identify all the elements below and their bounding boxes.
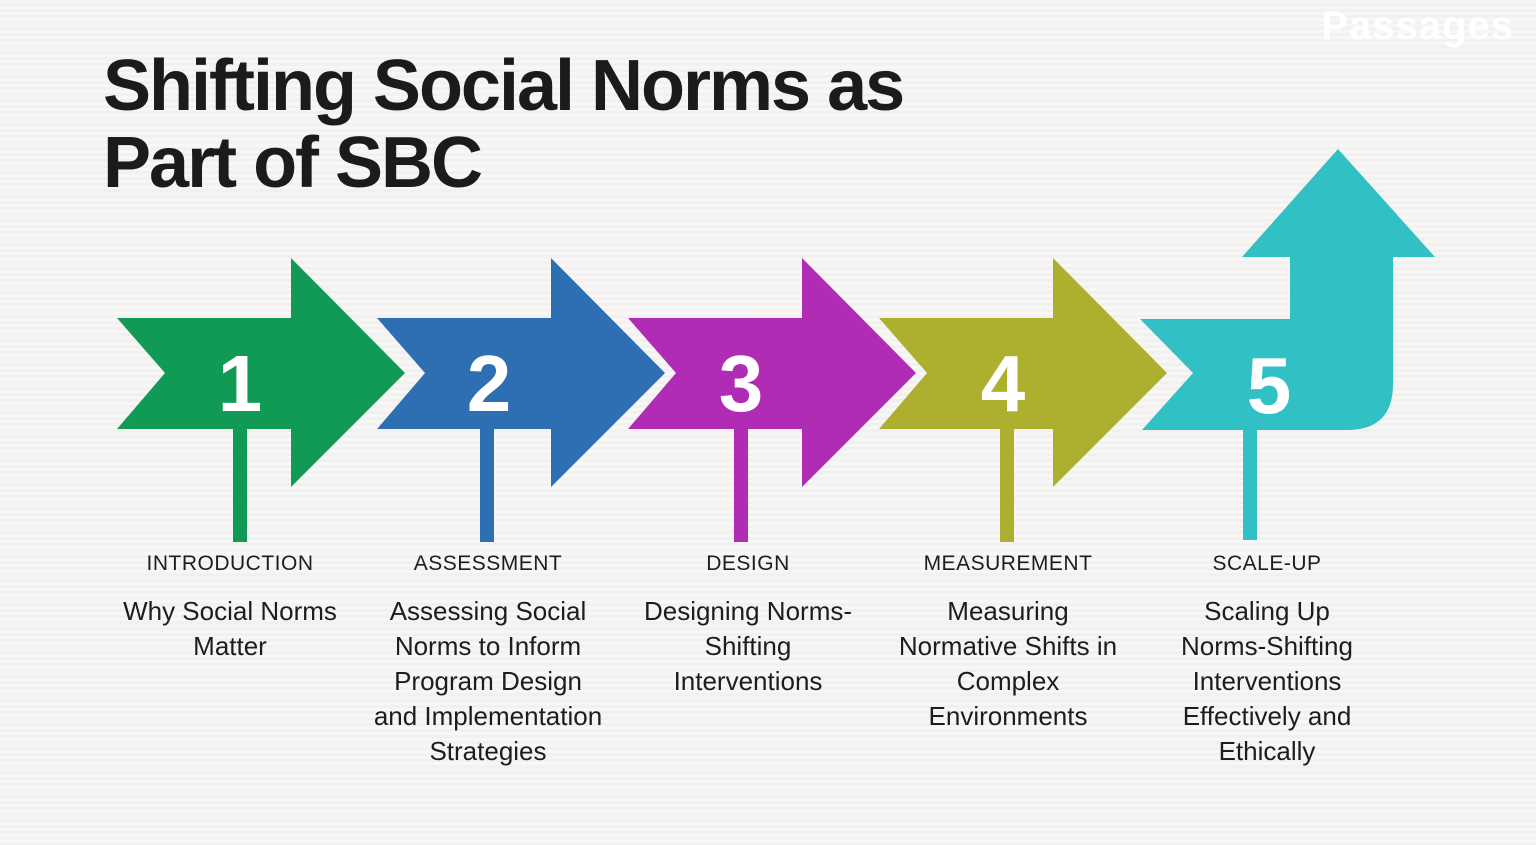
stage-category: MEASUREMENT xyxy=(923,552,1093,575)
stage-number-4: 4 xyxy=(981,339,1026,428)
stage-number-3: 3 xyxy=(719,339,764,428)
stage-label-column-1: INTRODUCTION Why Social Norms Matter xyxy=(90,552,370,664)
stage-label-column-4: MEASUREMENT Measuring Normative Shifts i… xyxy=(868,552,1148,734)
stage-category: SCALE-UP xyxy=(1212,552,1322,575)
stage-description: Scaling Up Norms-Shifting Interventions … xyxy=(1181,596,1353,766)
stage-description: Designing Norms- Shifting Interventions xyxy=(643,596,853,696)
stage-arrow-4 xyxy=(879,258,1167,487)
stage-stem-4 xyxy=(1000,429,1014,542)
stage-label-column-3: DESIGN Designing Norms- Shifting Interve… xyxy=(608,552,888,699)
stage-number-2: 2 xyxy=(467,339,512,428)
page-title: Shifting Social Norms as Part of SBC xyxy=(103,46,905,204)
stage-category: ASSESSMENT xyxy=(413,552,563,575)
stage-arrow-1 xyxy=(117,258,405,487)
stage-label-column-5: SCALE-UP Scaling Up Norms-Shifting Inter… xyxy=(1127,552,1407,769)
stage-description: Measuring Normative Shifts in Complex En… xyxy=(898,596,1118,731)
passages-logo: Passages xyxy=(1321,4,1514,48)
stage-description: Assessing Social Norms to Inform Program… xyxy=(373,596,603,766)
stage-stem-1 xyxy=(233,429,247,542)
stage-stem-2 xyxy=(480,429,494,542)
stage-arrow-2 xyxy=(377,258,665,487)
stage-category: INTRODUCTION xyxy=(146,552,314,575)
stage-arrow-5-scale-up xyxy=(1140,149,1435,430)
stage-description: Why Social Norms Matter xyxy=(123,596,337,661)
stage-stem-3 xyxy=(734,429,748,542)
stage-label-column-2: ASSESSMENT Assessing Social Norms to Inf… xyxy=(348,552,628,769)
stage-number-5: 5 xyxy=(1247,341,1292,430)
stage-stem-5 xyxy=(1243,430,1257,540)
stage-arrow-3 xyxy=(628,258,916,487)
stage-number-1: 1 xyxy=(218,339,263,428)
stage-category: DESIGN xyxy=(706,552,790,575)
